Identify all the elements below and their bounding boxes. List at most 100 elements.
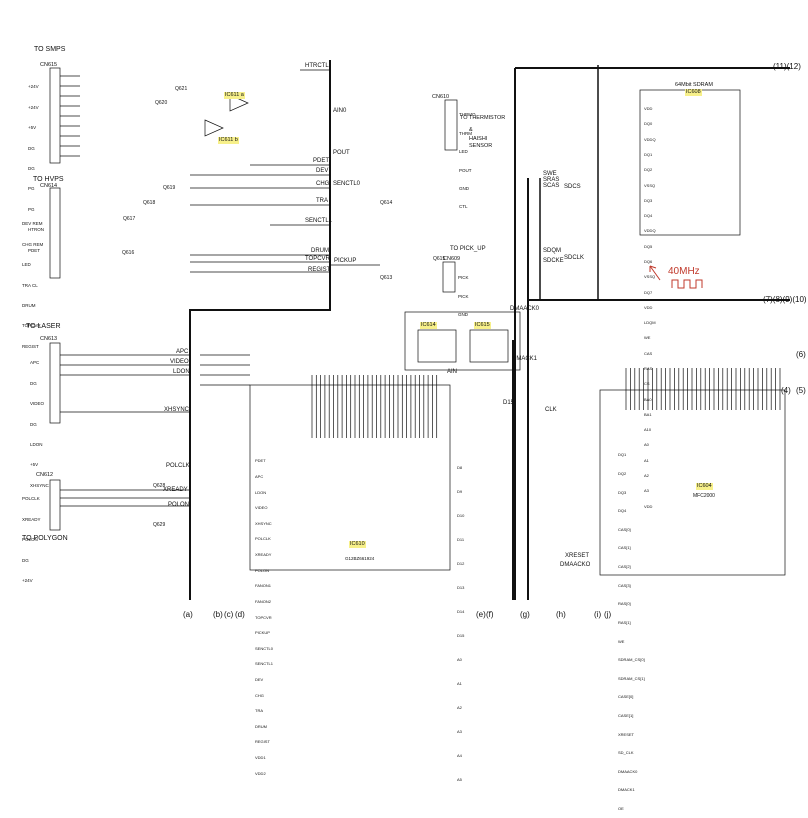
- sdram-pin: VDD: [644, 106, 653, 112]
- smps-pin: +5V: [28, 125, 37, 131]
- right-label-4: (4): [781, 386, 791, 395]
- transistor-label: Q629: [153, 522, 166, 528]
- sdram-pin: BA1: [644, 411, 652, 417]
- net-regist: REGIST: [308, 267, 331, 273]
- ic604-pin: RAS[1]: [618, 619, 631, 625]
- ic604-pin: DMAACK0: [618, 768, 638, 774]
- ic604-pin: CAS[0]: [618, 526, 631, 532]
- smps-pin: HTRON: [28, 227, 44, 233]
- smps-pin: DG: [28, 145, 35, 151]
- sdram-pin: A3: [644, 488, 649, 494]
- sdram-pin: DQ4: [644, 213, 653, 219]
- laser-pin: XHSYNC: [30, 482, 49, 488]
- net-tra: TRA: [316, 198, 328, 204]
- ic615-label: IC615: [474, 322, 491, 329]
- connector-cn612: CN612: [36, 472, 54, 478]
- sdram-pin: A0: [644, 442, 649, 448]
- sdram-label: 64Mbit SDRAM: [675, 82, 713, 88]
- right-label-5: (5): [796, 386, 806, 395]
- transistor-label: Q617: [123, 216, 136, 222]
- smps-pin-list: +24V +24V +5V DG DG PG PG HTRON PDET: [28, 74, 44, 263]
- to-smps-label: TO SMPS: [34, 46, 66, 53]
- net-htrctl: HTRCTL: [305, 63, 329, 69]
- sdram-pin: VDDQ: [644, 136, 656, 142]
- net-polclk: POLCLK: [166, 463, 190, 469]
- sdram-pins: VDD DQ0 VDDQ DQ1 DQ2 VSSQ DQ3 DQ4 VDDQ D…: [644, 96, 656, 514]
- bottom-label-a: (a): [183, 610, 193, 619]
- right-label-6: (6): [796, 350, 806, 359]
- ic604-pin: WE: [618, 638, 625, 644]
- hvps-pin-list: DEV REM CHG REM LED TRA CL DRUM TOPCVR R…: [22, 211, 43, 359]
- to-polygon-label: TO POLYGON: [22, 535, 68, 542]
- transistor-label: Q614: [380, 200, 393, 206]
- thermistor-pin: THRMO: [459, 112, 476, 118]
- smps-pin: PDET: [28, 247, 41, 253]
- net-pdet: PDET: [313, 158, 330, 164]
- ic604-pin: DQ3: [618, 489, 627, 495]
- net-d15: D15: [503, 400, 515, 406]
- ic604-pin: CAS[2]: [618, 564, 631, 570]
- ic604-pin: SDRAM_CS[1]: [618, 675, 645, 681]
- ic604-pin: SDRAM_CS[0]: [618, 657, 645, 663]
- ic614-label: IC614: [420, 322, 437, 329]
- ic610-pin: FANON1: [255, 583, 272, 589]
- laser-pin-list: APC DG VIDEO DG LDON +5V XHSYNC: [30, 350, 49, 498]
- sdram-pin: A1: [644, 457, 649, 463]
- ic610-pin: TRA: [255, 708, 263, 714]
- sdram-pin: A10: [644, 427, 652, 433]
- right-label-7-10: (7)(8)(9)(10): [763, 295, 807, 304]
- laser-pin: +5V: [30, 462, 39, 468]
- hvps-pin: DRUM: [22, 303, 36, 309]
- sdram-pin: DQ3: [644, 197, 653, 203]
- laser-pin: LDON: [30, 442, 43, 448]
- ic610-pin: D8: [457, 465, 463, 470]
- transistor-label: Q618: [143, 200, 156, 206]
- net-topcvr: TOPCVR: [305, 256, 330, 262]
- pickup-pin: PICK: [458, 293, 469, 299]
- polygon-pin: POLCLK: [22, 496, 40, 502]
- sdram-pin: VDD: [644, 304, 653, 310]
- ic604-pin: XRESET: [618, 731, 635, 737]
- hvps-pin: REGIST: [22, 343, 39, 349]
- thermistor-pin: GND: [459, 186, 469, 192]
- ic610-part-label: G12BZ661924: [345, 556, 375, 561]
- ic604-pin: CAS[3]: [618, 582, 631, 588]
- hvps-pin: DEV REM: [22, 221, 43, 227]
- ic611a-label: IC611 a: [224, 92, 245, 99]
- transistor-label: Q615: [433, 256, 446, 262]
- ic610-pin: CHG: [255, 692, 264, 698]
- sdram-pin: LDQM: [644, 320, 656, 326]
- ic604-pin: CAS[1]: [618, 545, 631, 551]
- net-clk: CLK: [545, 407, 557, 413]
- ic610-pin: PICKUP: [255, 630, 270, 636]
- thermistor-pin: THRM: [459, 130, 472, 136]
- net-ldon: LDON: [173, 369, 190, 375]
- sdram-pin: VDDQ: [644, 228, 656, 234]
- net-sdcke: SDCKE: [543, 258, 564, 264]
- bottom-label-c: (c): [224, 610, 234, 619]
- ic604-pin: CASE[0]: [618, 694, 634, 700]
- connector-cn610: CN610: [432, 94, 450, 100]
- ic610-label: IC610: [349, 541, 366, 548]
- ic610-pin: A1: [457, 681, 462, 686]
- sdram-pin: DQ6: [644, 259, 653, 264]
- sdram-pin: VSSQ: [644, 182, 656, 188]
- sdram-pin: DQ1: [644, 152, 653, 158]
- transistor-label: Q620: [155, 100, 168, 106]
- ic610-pin: D9: [457, 489, 463, 494]
- ic608-label: IC608: [685, 89, 702, 96]
- net-sdclk: SDCLK: [564, 255, 585, 261]
- ic604-pin: SD_CLK: [618, 750, 634, 756]
- pickup-pin: PICK: [458, 275, 469, 281]
- ic610-pin: A3: [457, 729, 462, 734]
- ic610-pin: POLCLK: [255, 536, 271, 542]
- ic610-pin: A5: [457, 777, 462, 782]
- schematic-canvas: [49, 60, 790, 600]
- ic610-pin: A4: [457, 753, 462, 758]
- laser-pin: DG: [30, 421, 37, 427]
- smps-pin: DG: [28, 166, 35, 172]
- sdram-pin: WE: [644, 335, 651, 341]
- ic610-pin: D11: [457, 537, 465, 542]
- sensor-label: SENSOR: [469, 143, 493, 149]
- clock-frequency-label: 40MHz: [668, 266, 700, 277]
